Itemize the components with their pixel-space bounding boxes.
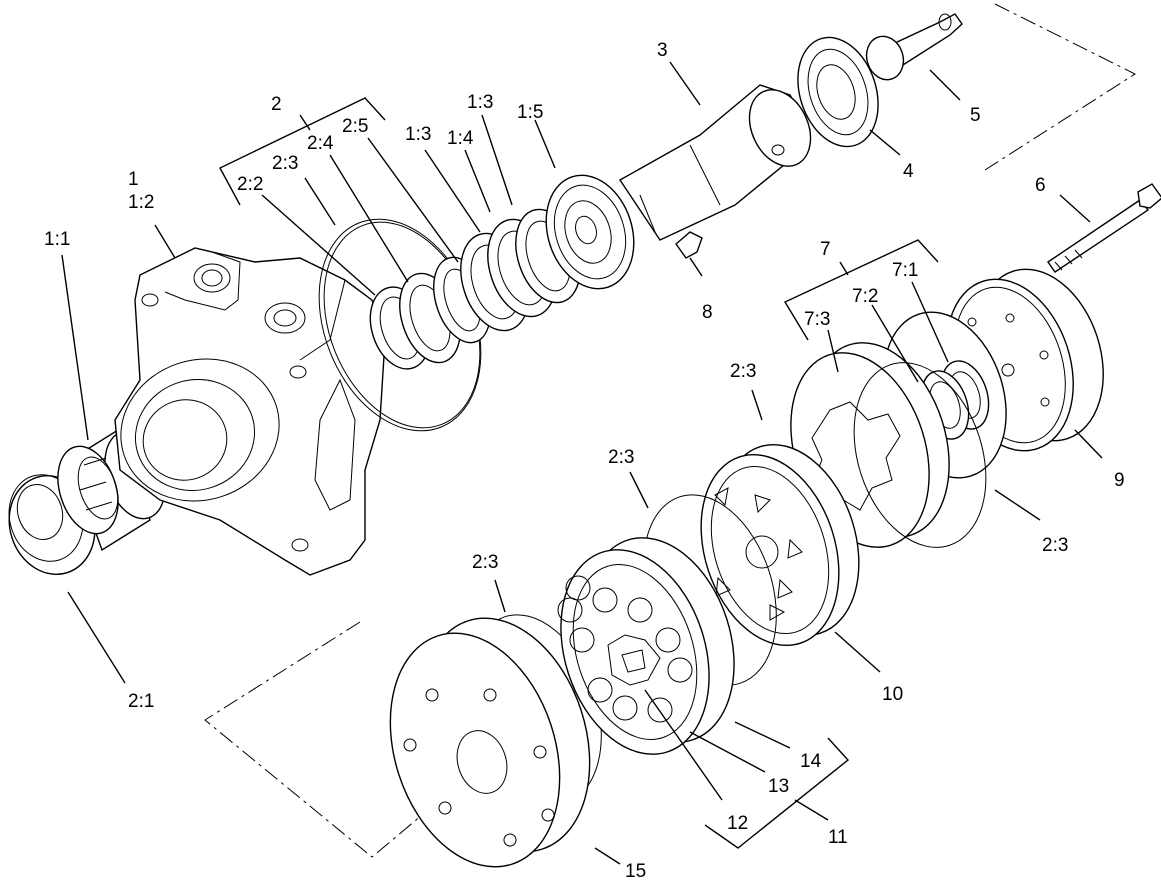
callout-1-4: 1:4: [447, 128, 474, 149]
callout-10: 10: [882, 684, 903, 705]
callout-7-3: 7:3: [804, 309, 830, 330]
key-8: [675, 231, 703, 259]
callout-2-3-top: 2:3: [272, 153, 298, 174]
thrust-bearing-1-5: [545, 174, 635, 290]
callout-2: 2: [271, 94, 282, 115]
callout-7: 7: [820, 239, 831, 260]
callout-5: 5: [970, 105, 981, 126]
oring-2-3-right: [853, 362, 987, 548]
callout-2-2: 2:2: [237, 174, 263, 195]
callout-1-5: 1:5: [517, 102, 543, 123]
callout-8: 8: [702, 302, 713, 323]
callout-7-1: 7:1: [892, 260, 918, 281]
callouts: 1 1:2 1:1 2 2:2 2:3 2:4 2:5 1:3 1:4 1:3 …: [44, 40, 1125, 882]
callout-3: 3: [657, 40, 668, 61]
callout-1-1: 1:1: [44, 229, 70, 250]
callout-7-2: 7:2: [852, 286, 878, 307]
callout-2-4: 2:4: [307, 133, 334, 154]
spline-drive-5: [865, 13, 963, 81]
housing-1-2: [114, 247, 386, 576]
callout-2-3-lower: 2:3: [472, 552, 498, 573]
valve-plate-10: [700, 443, 860, 647]
callout-2-3-right: 2:3: [1042, 535, 1068, 556]
callout-2-3-upper: 2:3: [730, 361, 756, 382]
gerotor-11: [557, 537, 735, 755]
callout-11: 11: [828, 827, 848, 848]
seal-7-1: [920, 360, 990, 440]
callout-6: 6: [1035, 175, 1046, 196]
leader-lines: [61, 61, 1103, 865]
callout-13: 13: [768, 776, 789, 797]
callout-4: 4: [903, 161, 914, 182]
bolt-6: [1047, 183, 1161, 273]
drive-ring-4: [797, 36, 879, 148]
callout-1-3-b: 1:3: [467, 92, 493, 113]
end-plate-15: [389, 617, 591, 868]
callout-2-5: 2:5: [342, 116, 368, 137]
callout-1-2: 1:2: [128, 192, 154, 213]
centerline-top-right: [984, 3, 1137, 171]
callout-2-1: 2:1: [128, 691, 154, 712]
callout-1: 1: [128, 169, 139, 190]
callout-15: 15: [625, 861, 646, 882]
callout-2-3-middle: 2:3: [608, 447, 634, 468]
shaft-3: [618, 84, 812, 241]
callout-12: 12: [727, 813, 748, 834]
callout-14: 14: [800, 751, 822, 772]
callout-1-3-a: 1:3: [405, 124, 431, 145]
callout-9: 9: [1114, 470, 1125, 491]
